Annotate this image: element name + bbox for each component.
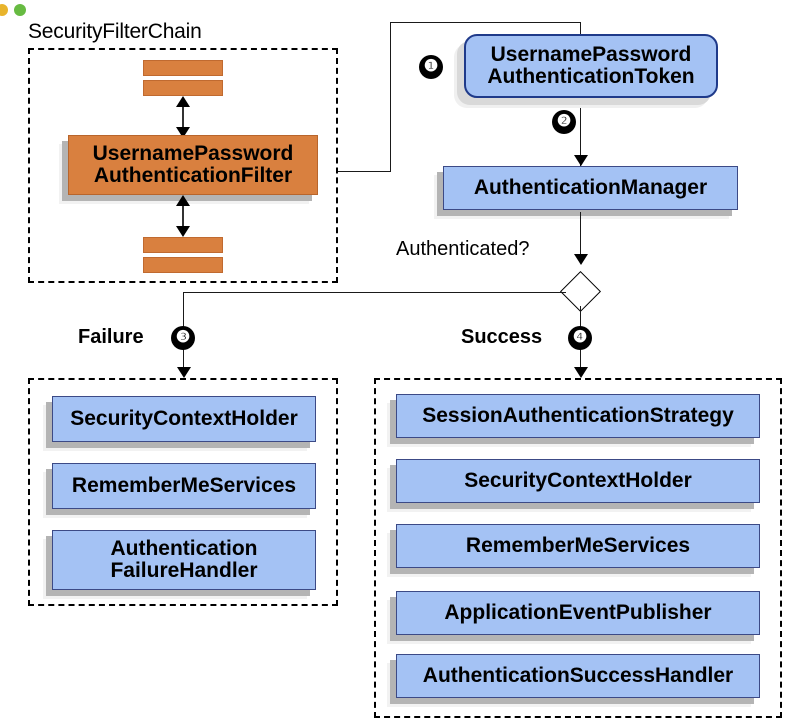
badge-step-4: ❹ <box>568 326 592 350</box>
node-failure-remember-me-services[interactable]: RememberMeServices <box>52 463 316 509</box>
failure-branch-container <box>28 378 338 606</box>
node-username-password-authentication-token[interactable]: UsernamePassword AuthenticationToken <box>464 34 718 98</box>
token-to-manager-arrow-icon <box>574 155 588 166</box>
filter-bar-upper-1 <box>143 60 223 76</box>
filter-to-token-segment-h1 <box>338 171 391 172</box>
node-username-password-authentication-filter[interactable]: UsernamePassword AuthenticationFilter <box>68 135 318 195</box>
node-failure-security-context-holder[interactable]: SecurityContextHolder <box>52 396 316 442</box>
node-failure-authentication-failure-handler[interactable]: Authentication FailureHandler <box>52 530 316 590</box>
decision-label-authenticated: Authenticated? <box>396 238 530 260</box>
filter-upper-arrow-up-icon <box>176 96 190 107</box>
filter-upper-connector <box>182 98 184 136</box>
success-branch-container <box>374 378 782 718</box>
filter-bar-upper-2 <box>143 80 223 96</box>
badge-step-1: ❶ <box>419 55 443 79</box>
node-success-session-authentication-strategy[interactable]: SessionAuthenticationStrategy <box>396 394 760 438</box>
filter-lower-connector <box>182 197 184 235</box>
failure-branch-segment-h <box>183 292 566 293</box>
node-success-application-event-publisher[interactable]: ApplicationEventPublisher <box>396 591 760 635</box>
badge-step-2: ❷ <box>552 110 576 134</box>
filter-lower-arrow-up-icon <box>176 195 190 206</box>
filter-to-token-segment-h2 <box>390 22 581 23</box>
node-authentication-manager[interactable]: AuthenticationManager <box>443 166 738 210</box>
node-success-authentication-success-handler[interactable]: AuthenticationSuccessHandler <box>396 654 760 698</box>
node-success-remember-me-services[interactable]: RememberMeServices <box>396 524 760 568</box>
failure-label: Failure <box>78 326 144 348</box>
badge-step-3: ❸ <box>171 326 195 350</box>
filter-bar-lower-2 <box>143 257 223 273</box>
node-success-security-context-holder[interactable]: SecurityContextHolder <box>396 459 760 503</box>
success-branch-arrow-icon <box>574 367 588 378</box>
filter-upper-arrow-down-icon <box>176 127 190 138</box>
amber-dot <box>0 4 8 16</box>
success-label: Success <box>461 326 543 348</box>
filter-bar-lower-1 <box>143 237 223 253</box>
failure-branch-arrow-icon <box>177 367 191 378</box>
manager-to-decision-arrow-icon <box>574 254 588 265</box>
security-filter-chain-container <box>28 48 338 283</box>
security-filter-chain-title: SecurityFilterChain <box>28 20 202 43</box>
filter-to-token-segment-v1 <box>390 22 391 172</box>
green-dot <box>14 4 26 16</box>
filter-lower-arrow-down-icon <box>176 226 190 237</box>
manager-to-decision-line <box>580 212 581 260</box>
